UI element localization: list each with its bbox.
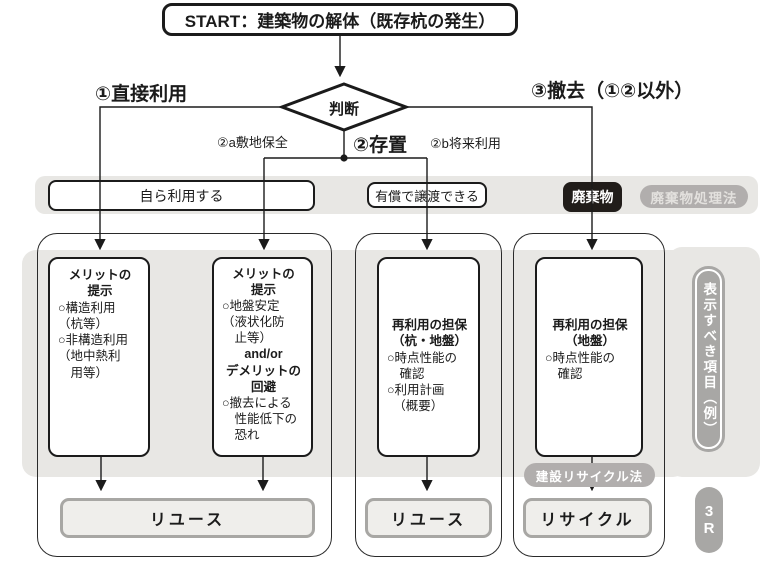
band-node-paid-transfer: 有償で譲渡できる: [367, 182, 487, 208]
merit-direct-header: メリットの 提示: [68, 268, 132, 299]
demerit-body: ○撤去による 性能低下の 恐れ: [222, 396, 298, 442]
reuse-guarantee-ground-header: 再利用の担保 （地盤）: [552, 318, 628, 349]
detail-box-reuse-guarantee-ground: 再利用の担保 （地盤） ○時点性能の 確認: [535, 257, 643, 457]
branch-label-site-preservation: ②a敷地保全: [217, 135, 288, 150]
start-node-label: START：建築物の解体（既存杭の発生）: [184, 12, 496, 31]
construction-recycle-law-label: 建設リサイクル法: [535, 469, 644, 484]
three-r-badge: 3 R: [695, 487, 723, 553]
decision-diamond-label: 判断: [328, 101, 359, 118]
branch-label-future-use: ②b将来利用: [430, 136, 501, 151]
detail-box-merit-direct: メリットの 提示 ○構造利用 （杭等） ○非構造利用 （地中熱利 用等）: [48, 257, 150, 457]
display-items-pill: 表示すべき項目（例）: [692, 266, 725, 452]
merit-direct-body: ○構造利用 （杭等） ○非構造利用 （地中熱利 用等）: [58, 300, 129, 380]
band-node-waste-label: 廃棄物: [571, 189, 614, 205]
reuse-guarantee-pile-ground-header: 再利用の担保 （杭・地盤）: [391, 318, 467, 349]
detail-box-merit-leave: メリットの 提示 ○地盤安定 （液状化防 止等） and/or デメリットの 回…: [212, 257, 313, 457]
waste-disposal-law-label: 廃棄物処理法: [650, 190, 738, 206]
waste-disposal-law-pill: 廃棄物処理法: [640, 185, 748, 208]
display-items-pill-ring: 表示すべき項目（例）: [695, 269, 722, 449]
outcome-reuse-middle-label: リユース: [390, 512, 467, 529]
band-node-self-use: 自ら利用する: [48, 180, 315, 211]
start-node: START：建築物の解体（既存杭の発生）: [162, 3, 518, 36]
construction-recycle-law-pill: 建設リサイクル法: [524, 463, 655, 487]
band-node-self-use-label: 自ら利用する: [139, 187, 224, 204]
demerit-header: デメリットの 回避: [225, 364, 301, 395]
detail-box-reuse-guarantee-pile-ground: 再利用の担保 （杭・地盤） ○時点性能の 確認 ○利用計画 （概要）: [377, 257, 480, 457]
branch-label-leave-in-place: ②存置: [353, 135, 408, 156]
outcome-recycle: リサイクル: [523, 498, 652, 538]
band-node-waste: 廃棄物: [563, 182, 622, 212]
merit-leave-connector: and/or: [244, 347, 283, 362]
outcome-recycle-label: リサイクル: [540, 512, 635, 529]
outcome-reuse-left: リユース: [60, 498, 315, 538]
outcome-reuse-left-label: リユース: [149, 512, 226, 529]
band-node-paid-transfer-label: 有償で譲渡できる: [375, 188, 479, 204]
reuse-guarantee-pile-ground-body: ○時点性能の 確認 ○利用計画 （概要）: [387, 350, 458, 414]
three-r-label: 3 R: [703, 502, 715, 537]
branch-label-direct-use: ①直接利用: [95, 84, 188, 105]
reuse-guarantee-ground-body: ○時点性能の 確認: [545, 350, 616, 381]
junction-dot: [340, 154, 348, 162]
display-items-label: 表示すべき項目（例）: [701, 281, 717, 437]
branch-label-removal: ③撤去（①②以外）: [531, 81, 694, 102]
merit-leave-body: ○地盤安定 （液状化防 止等）: [222, 298, 285, 345]
outcome-reuse-middle: リユース: [365, 498, 492, 538]
merit-leave-header: メリットの 提示: [232, 267, 295, 297]
